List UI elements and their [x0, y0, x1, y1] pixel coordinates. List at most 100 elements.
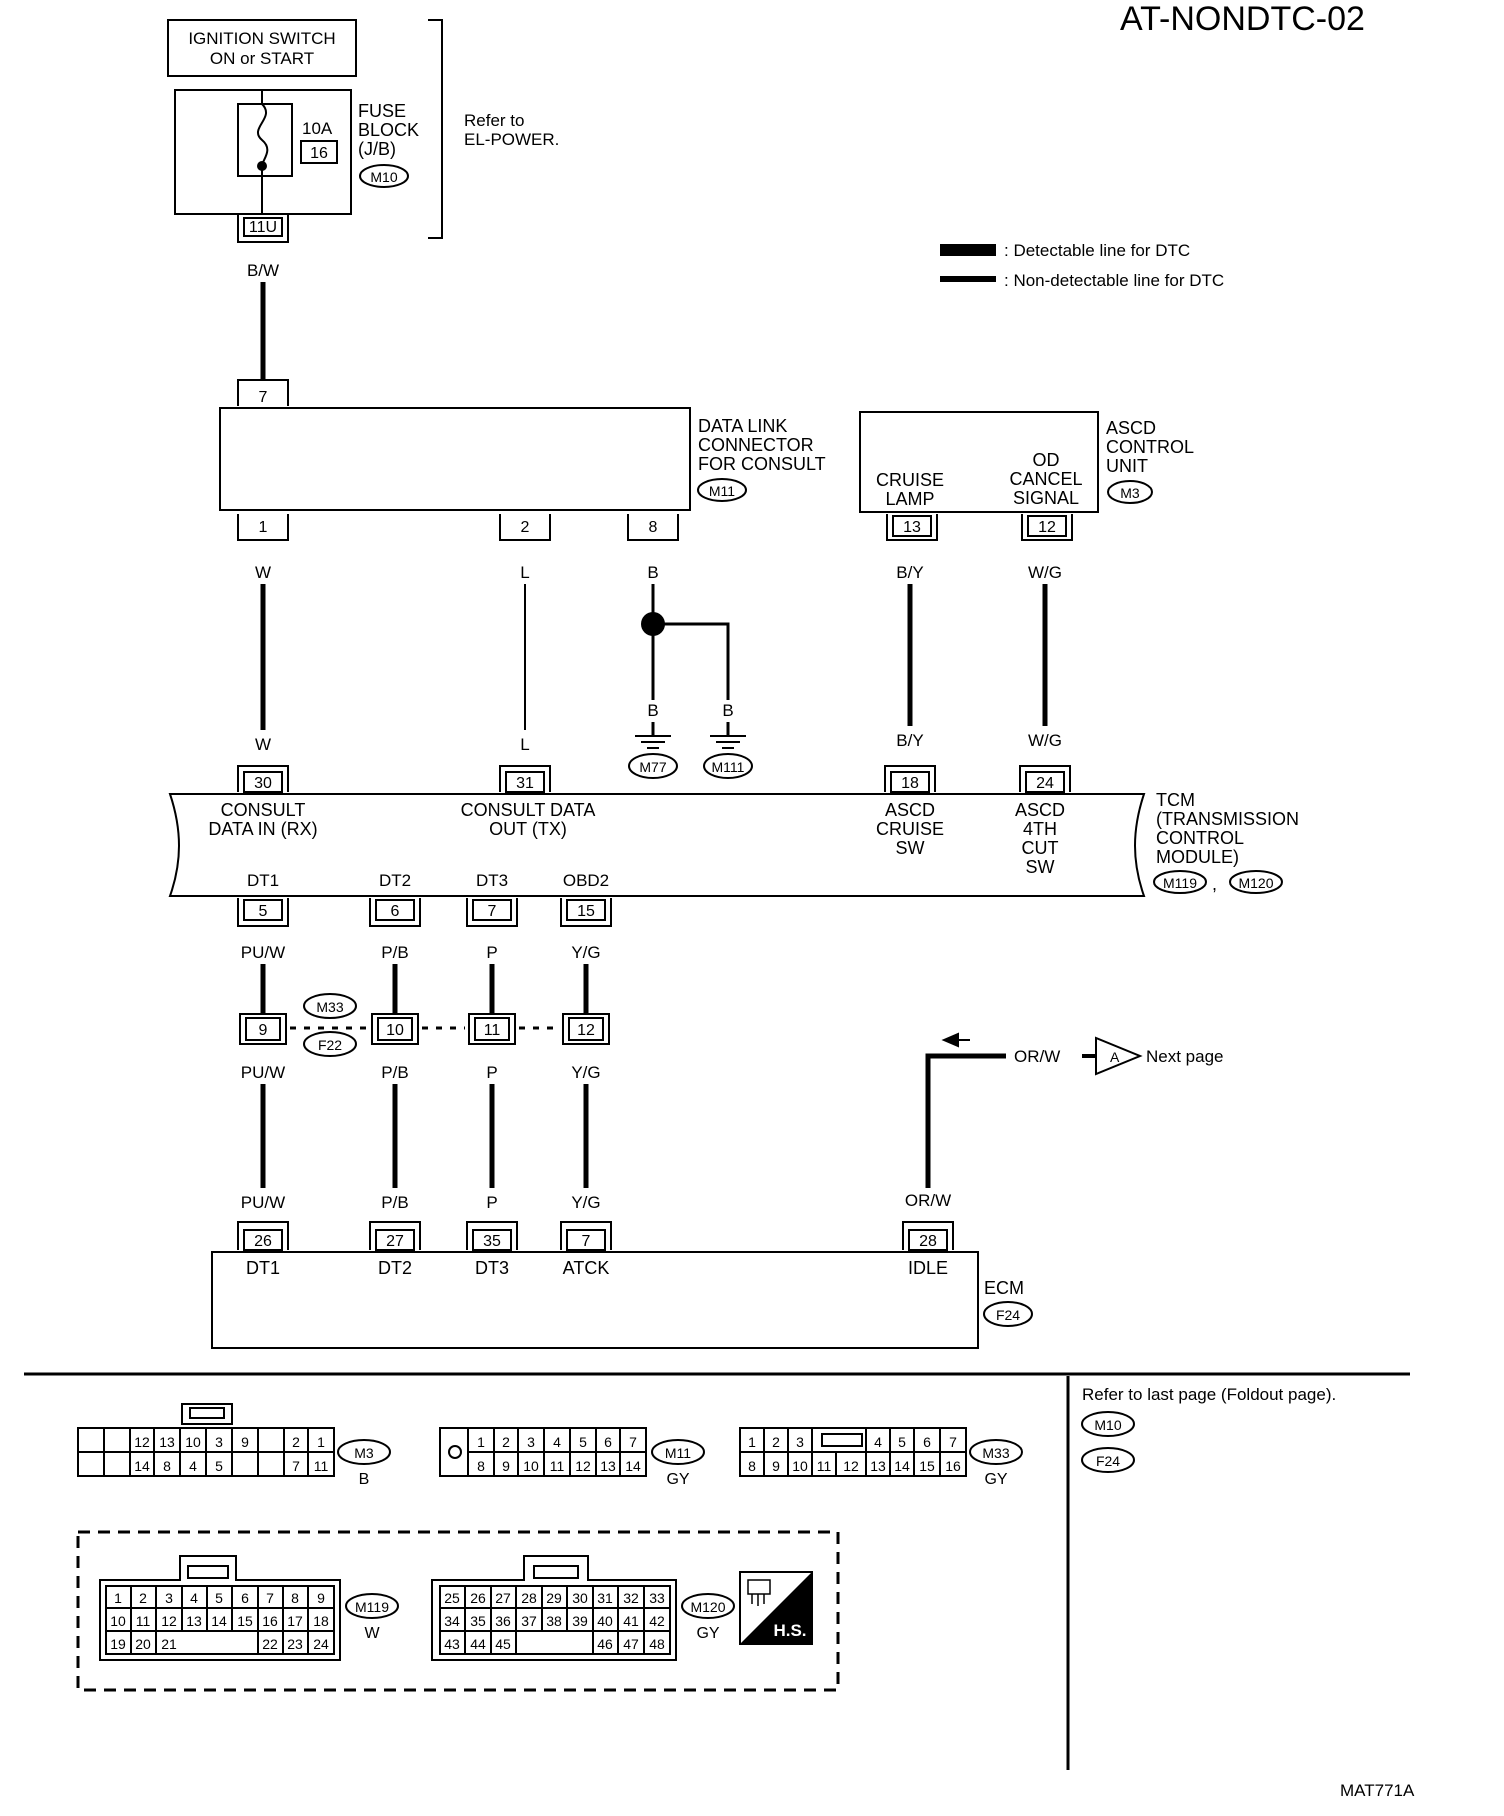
wire-p-3-label: P [486, 1193, 497, 1212]
m120-pin: 31 [597, 1590, 613, 1606]
m120-pin: 28 [521, 1590, 537, 1606]
m120-pin: 36 [495, 1613, 511, 1629]
dlc-pin2-bracket [499, 514, 551, 541]
ascd-pin12: 12 [1038, 519, 1056, 536]
tcm-ascd-cruise1: ASCD [885, 800, 935, 820]
m11-pin: 4 [553, 1434, 561, 1450]
m120-pin: 29 [546, 1590, 562, 1606]
m33-pin: 15 [919, 1458, 935, 1474]
tcm-pin30: 30 [254, 775, 272, 792]
ascd-cruise1: CRUISE [876, 470, 944, 490]
ecm-pin28-bracket [902, 1221, 954, 1250]
m11-pin: 8 [477, 1458, 485, 1474]
m119-pin: 14 [211, 1613, 227, 1629]
tcm-pin5-bracket [237, 898, 289, 927]
ecm-pin26-box [243, 1229, 283, 1251]
m120-connector-face [439, 1585, 671, 1655]
tcm-consult-tx1: CONSULT DATA [461, 800, 596, 820]
m119-grid [130, 1586, 309, 1654]
m120-pin: 48 [649, 1636, 665, 1652]
m119-pin: 5 [215, 1590, 223, 1606]
m120-pin: 47 [623, 1636, 639, 1652]
joint-pin10: 10 [386, 1022, 404, 1039]
ascd-od2: CANCEL [1009, 469, 1082, 489]
wire-b-top-label: B [647, 563, 658, 582]
m11-pin: 7 [629, 1434, 637, 1450]
m33-grid [763, 1428, 941, 1476]
ecm-conn: F24 [996, 1307, 1020, 1323]
tcm-pin18-bracket [884, 765, 936, 792]
m33-pin: 6 [923, 1434, 931, 1450]
ground1-wire-label: B [647, 701, 658, 720]
m3-pin: 8 [163, 1458, 171, 1474]
joint-conn1: M33 [316, 999, 343, 1015]
tcm-pin6: 6 [391, 903, 400, 920]
fuse-ref2: EL-POWER. [464, 130, 559, 149]
m120-pin: 44 [470, 1636, 486, 1652]
tcm-conn-sep: , [1212, 874, 1217, 894]
m3-pin: 12 [134, 1434, 150, 1450]
m11-pin: 6 [604, 1434, 612, 1450]
m119-connector-shell [99, 1555, 341, 1661]
fuse-term: 11U [249, 219, 277, 236]
m3-row1 [103, 1428, 309, 1476]
m120-pin: 45 [495, 1636, 511, 1652]
m119-pin: 21 [161, 1636, 177, 1652]
ecm-pin26: 26 [254, 1233, 272, 1250]
m11-grid [467, 1428, 621, 1476]
tcm-pin24-bracket [1019, 765, 1071, 792]
dlc-pin2: 2 [521, 519, 530, 536]
joint-pin11: 11 [484, 1022, 501, 1039]
ecm-name-dt2: DT2 [378, 1258, 412, 1278]
tcm-pin15: 15 [577, 903, 595, 920]
tcm-pin30-box [243, 771, 283, 793]
wire-puw-2-label: PU/W [241, 1063, 285, 1082]
m3-pin: 11 [314, 1458, 329, 1474]
fuse-label2: BLOCK [358, 120, 419, 140]
ecm-pin27-box [375, 1229, 415, 1251]
tcm-ascd-cut1: ASCD [1015, 800, 1065, 820]
m3-pin: 14 [134, 1458, 150, 1474]
tcm-pin24: 24 [1036, 775, 1054, 792]
m119-pin: 16 [262, 1613, 278, 1629]
m3-pin: 2 [292, 1434, 300, 1450]
next-page-label: Next page [1146, 1047, 1224, 1066]
joint-pin10-box [377, 1017, 413, 1041]
wire-orw [925, 1053, 1006, 1188]
m119-pin: 4 [190, 1590, 198, 1606]
m120-color: GY [696, 1625, 719, 1642]
fuse-num: 16 [310, 145, 328, 162]
wire-yg-1-label: Y/G [571, 943, 600, 962]
m119-connector-face [105, 1585, 335, 1655]
tcm-pin5-box [243, 899, 283, 921]
m120-pin: 46 [597, 1636, 613, 1652]
wire-l-top-label: L [520, 563, 529, 582]
figure-id: MAT771A [1340, 1781, 1415, 1800]
fuse-label1: FUSE [358, 101, 406, 121]
refer-conn2: F24 [1096, 1453, 1120, 1469]
tcm-pin18: 18 [901, 775, 919, 792]
m11-pin: 12 [575, 1458, 591, 1474]
m120-pin: 41 [623, 1613, 639, 1629]
ecm-pin7: 7 [582, 1233, 591, 1250]
m33-pin: 16 [945, 1458, 961, 1474]
m33-pin: 4 [874, 1434, 882, 1450]
harness-side-icon [739, 1571, 813, 1645]
tcm-pin7: 7 [488, 903, 497, 920]
m120-id-oval [681, 1593, 735, 1619]
wire-wg-bottom-label: W/G [1028, 731, 1062, 750]
next-page-triangle-icon [1095, 1036, 1143, 1076]
m119-pin: 1 [114, 1590, 122, 1606]
wire-b-branch [653, 622, 730, 700]
m33-pin: 10 [792, 1458, 808, 1474]
m33-latch [821, 1433, 863, 1447]
m120-latch [533, 1565, 579, 1579]
tcm-label1: TCM [1156, 790, 1195, 810]
m119-pin: 18 [313, 1613, 329, 1629]
m120-grid [464, 1586, 645, 1654]
wire-bw-label: B/W [247, 261, 279, 280]
fuse-icon [256, 90, 269, 167]
m11-pin: 13 [600, 1458, 616, 1474]
legend-detectable: : Detectable line for DTC [1004, 241, 1190, 260]
m120-id: M120 [690, 1599, 725, 1615]
